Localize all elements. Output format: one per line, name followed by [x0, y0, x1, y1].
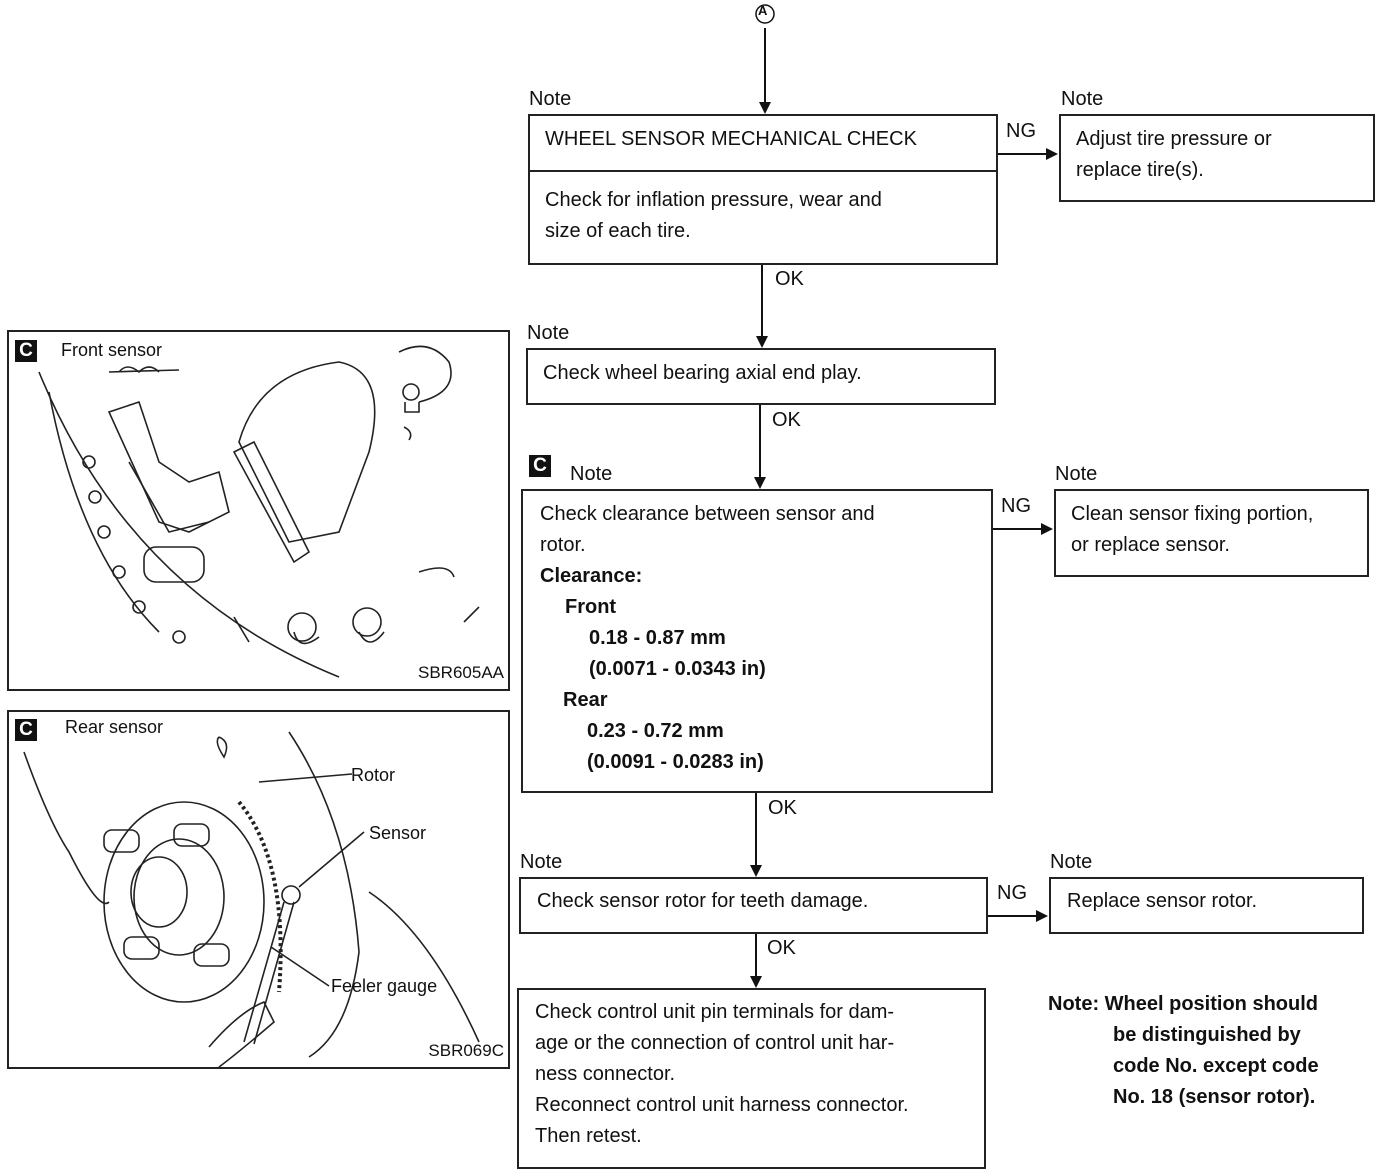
step1-box — [528, 114, 998, 265]
step3-c-marker: C — [529, 455, 551, 477]
front-sensor-figure: C Front sensor SBR605AA — [7, 330, 510, 691]
step3-note-label: Note — [570, 463, 613, 485]
step3-ok-label: OK — [768, 797, 797, 819]
ng1-box — [1059, 114, 1375, 202]
step3-body: Check clearance between sensor and rotor… — [540, 503, 875, 773]
rear-figure-code: SBR069C — [428, 1041, 504, 1060]
front-figure-code: SBR605AA — [418, 663, 504, 682]
step2-ok-label: OK — [772, 409, 801, 431]
step2-box — [526, 348, 996, 405]
ng4-action: Replace sensor rotor. — [1067, 890, 1258, 912]
step4-note-label: Note — [520, 851, 563, 873]
step1-title: WHEEL SENSOR MECHANICAL CHECK — [545, 128, 917, 150]
step4-ok-label: OK — [767, 937, 796, 959]
rear-figure-c-marker: C — [15, 719, 37, 741]
front-sensor-drawing — [38, 345, 480, 678]
step1-note-label: Note — [529, 88, 572, 110]
step5-box — [517, 988, 986, 1169]
step3-ng-label: NG — [1001, 495, 1031, 517]
ng1-action: Adjust tire pressure or replace tire(s). — [1076, 128, 1272, 181]
step4-ng-label: NG — [997, 882, 1027, 904]
step1-body: Check for inflation pressure, wear and s… — [545, 189, 882, 242]
ng1-note-label: Note — [1061, 88, 1104, 110]
ng4-note-label: Note — [1050, 851, 1093, 873]
footnote-prefix: Note: — [1048, 993, 1100, 1015]
ng3-box — [1054, 489, 1369, 577]
step1-ok-label: OK — [775, 268, 804, 290]
step5-body: Check control unit pin terminals for dam… — [535, 1001, 909, 1147]
ng3-note-label: Note — [1055, 463, 1098, 485]
rear-figure-caption: Rear sensor — [65, 717, 164, 737]
step2-note-label: Note — [527, 322, 570, 344]
rear-sensor-drawing — [23, 731, 480, 1067]
step1-ng-label: NG — [1006, 120, 1036, 142]
step3-box — [521, 489, 993, 793]
front-figure-caption: Front sensor — [61, 340, 163, 360]
footnote: Note: Wheel position should be distingui… — [1048, 993, 1319, 1108]
front-figure-c-marker: C — [15, 340, 37, 362]
sensor-label: Sensor — [369, 823, 427, 843]
step4-box — [519, 877, 988, 934]
rotor-label: Rotor — [351, 765, 396, 785]
connector-label: A — [758, 3, 768, 18]
rear-sensor-figure: C Rear sensor Rotor Sensor Feeler gauge … — [7, 710, 510, 1069]
connector-circle — [755, 4, 775, 24]
step2-body: Check wheel bearing axial end play. — [543, 362, 862, 384]
step4-body: Check sensor rotor for teeth damage. — [537, 890, 869, 912]
ng4-box — [1049, 877, 1364, 934]
ng3-action: Clean sensor fixing portion, or replace … — [1071, 503, 1314, 556]
feeler-gauge-label: Feeler gauge — [331, 976, 438, 996]
